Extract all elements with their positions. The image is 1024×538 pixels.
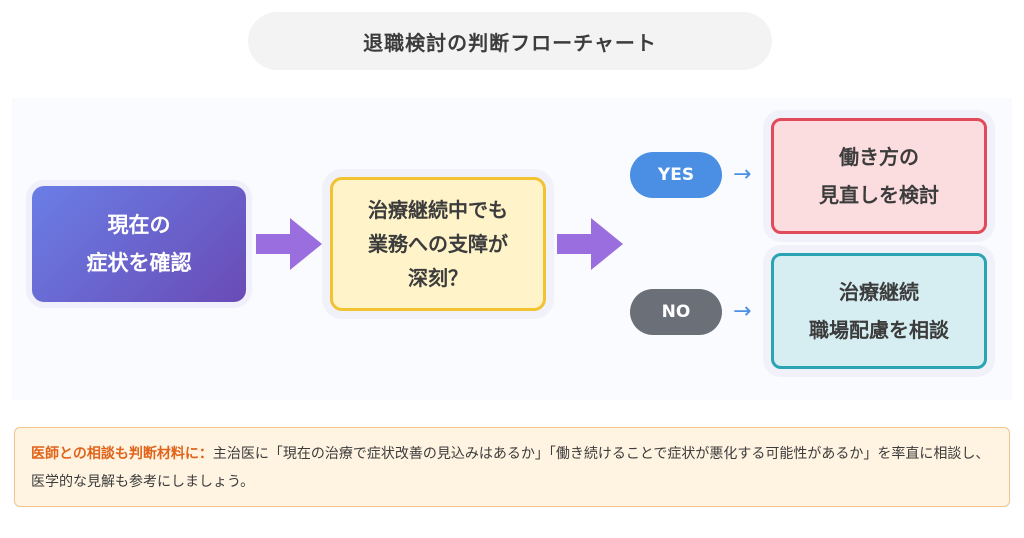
node-decision-question-label: 治療継続中でも 業務への支障が 深刻？: [368, 198, 508, 290]
branch-yes-badge: YES: [630, 152, 722, 198]
page-title: 退職検討の判断フローチャート: [248, 12, 772, 70]
node-no-result: 治療継続 職場配慮を相談: [771, 253, 987, 369]
branch-no-badge: NO: [630, 289, 722, 335]
node-yes-result: 働き方の 見直しを検討: [771, 118, 987, 234]
flow-arrow-1: [256, 218, 322, 270]
advice-note: 医師との相談も判断材料に：主治医に「現在の治療で症状改善の見込みはあるか」「働き…: [14, 427, 1010, 507]
node-check-symptoms: 現在の 症状を確認: [32, 186, 246, 302]
node-decision-question: 治療継続中でも 業務への支障が 深刻？: [330, 177, 546, 311]
advice-note-label: 医師との相談も判断材料に：: [31, 446, 213, 462]
node-no-result-label: 治療継続 職場配慮を相談: [809, 280, 949, 342]
flow-arrow-2: [557, 218, 623, 270]
yes-arrow-icon: →: [733, 162, 752, 187]
no-arrow-icon: →: [733, 299, 752, 324]
node-yes-result-label: 働き方の 見直しを検討: [819, 145, 939, 207]
advice-note-text: 主治医に「現在の治療で症状改善の見込みはあるか」「働き続けることで症状が悪化する…: [31, 446, 990, 490]
node-check-symptoms-label: 現在の 症状を確認: [86, 213, 192, 275]
